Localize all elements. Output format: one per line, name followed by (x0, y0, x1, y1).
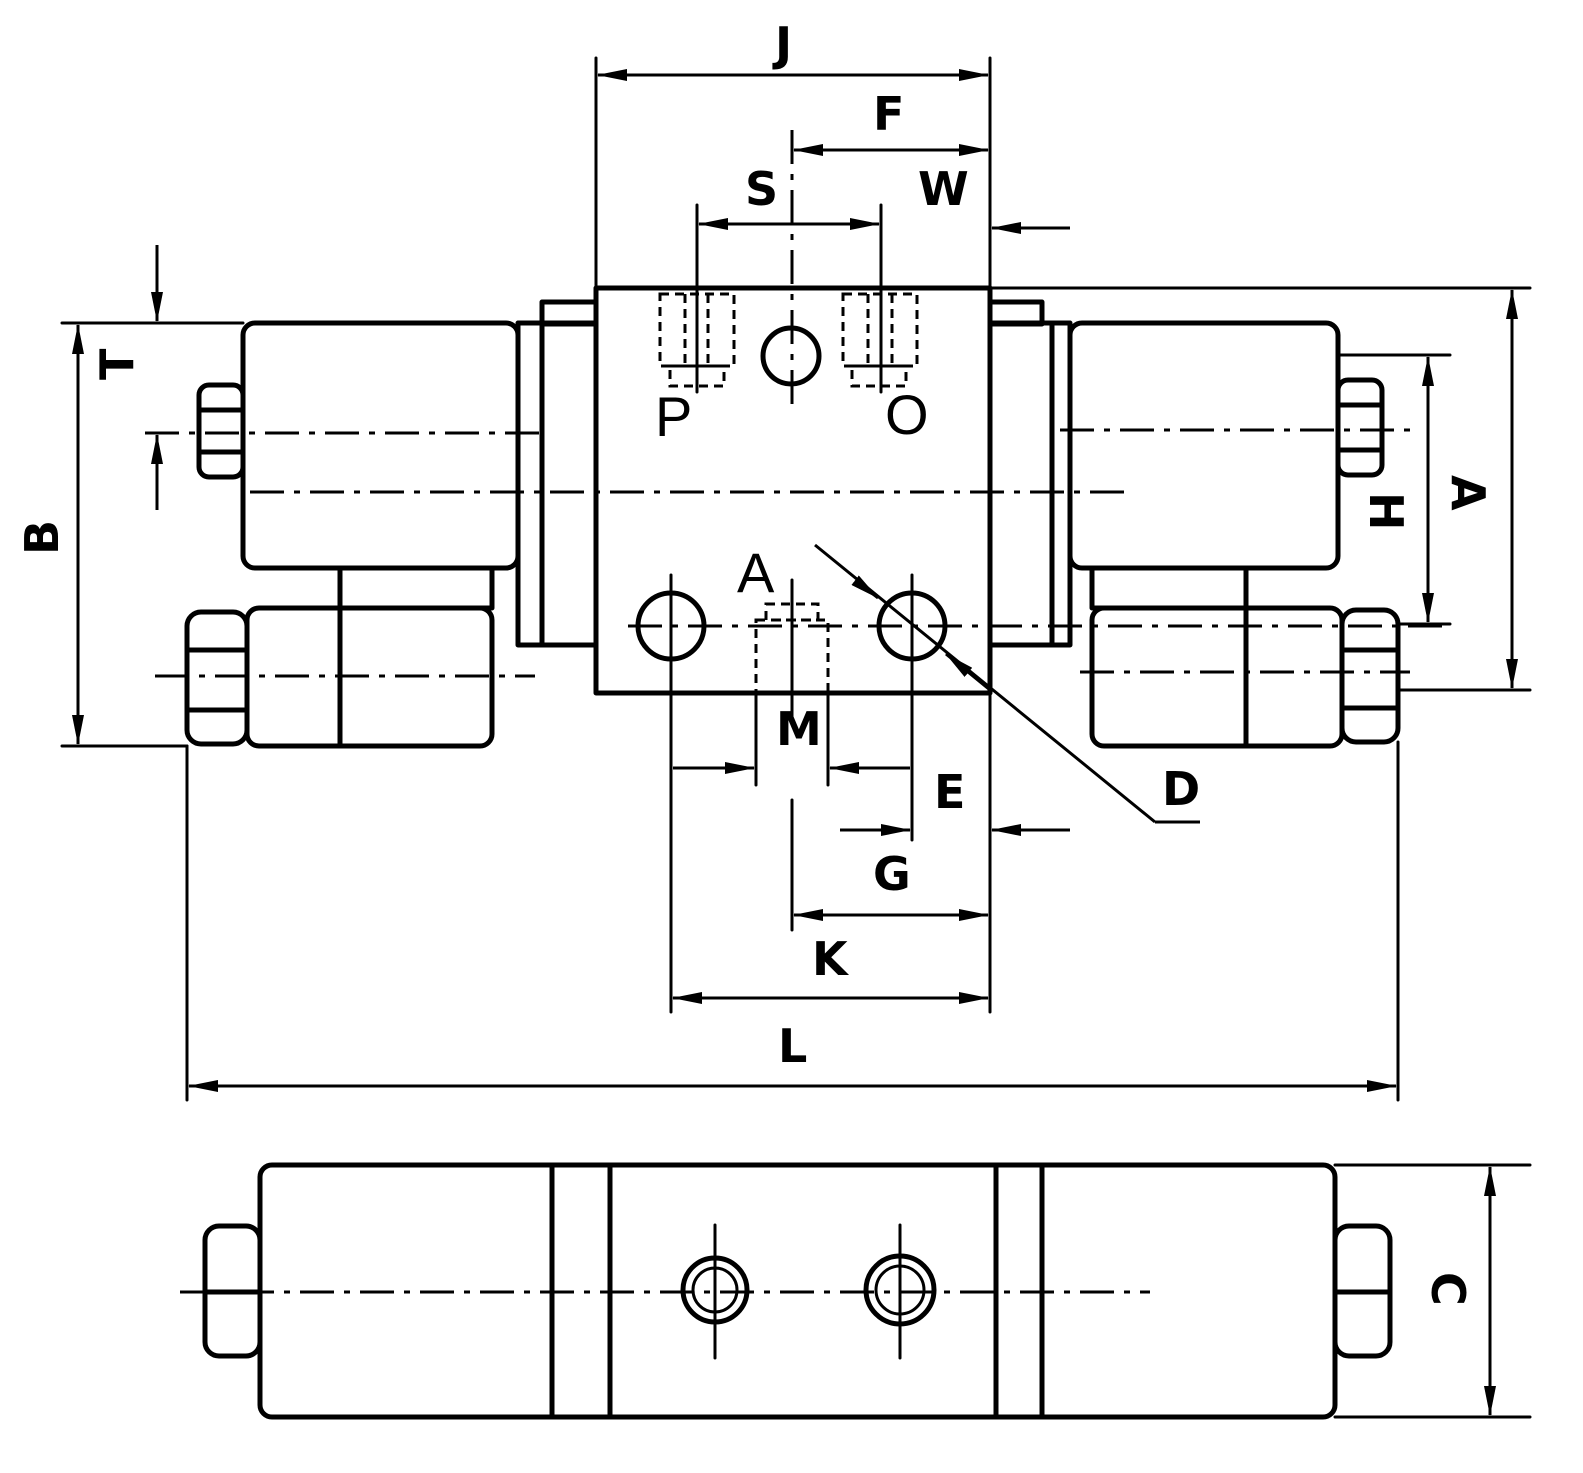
dim-label-j: J (772, 17, 792, 71)
dim-label-a: A (1441, 475, 1495, 511)
side-view: C (180, 1162, 1532, 1420)
dim-label-d: D (1162, 762, 1200, 816)
hidden-port-m (754, 578, 830, 722)
right-flange (987, 299, 1073, 648)
dim-label-f: F (873, 87, 904, 141)
left-connector (184, 565, 495, 749)
port-label-a: A (737, 541, 775, 604)
port-label-o: O (885, 383, 929, 446)
dim-label-m: M (776, 702, 822, 756)
hidden-port-p (658, 203, 736, 394)
top-view: P O A (15, 17, 1532, 1102)
right-solenoid-coil (1067, 320, 1341, 571)
dim-label-t: T (90, 348, 144, 380)
side-right-nut (1332, 1223, 1393, 1359)
port-label-p: P (655, 385, 692, 448)
left-coil-nut (196, 382, 246, 480)
port-center-top (760, 325, 822, 387)
dim-label-e: E (934, 765, 965, 819)
dim-label-h: H (1359, 492, 1413, 531)
dim-label-k: K (812, 932, 850, 986)
dim-label-s: S (745, 162, 778, 216)
left-flange (515, 299, 599, 648)
dim-label-w: W (918, 162, 969, 216)
hidden-port-o (841, 203, 919, 394)
right-coil-nut (1335, 377, 1385, 478)
dim-label-c: C (1421, 1272, 1475, 1306)
dim-label-l-inner: L (778, 1019, 807, 1073)
dim-label-b: B (15, 520, 69, 555)
left-solenoid-coil (240, 320, 521, 571)
right-connector (1089, 565, 1401, 749)
dim-label-g: G (873, 847, 911, 901)
